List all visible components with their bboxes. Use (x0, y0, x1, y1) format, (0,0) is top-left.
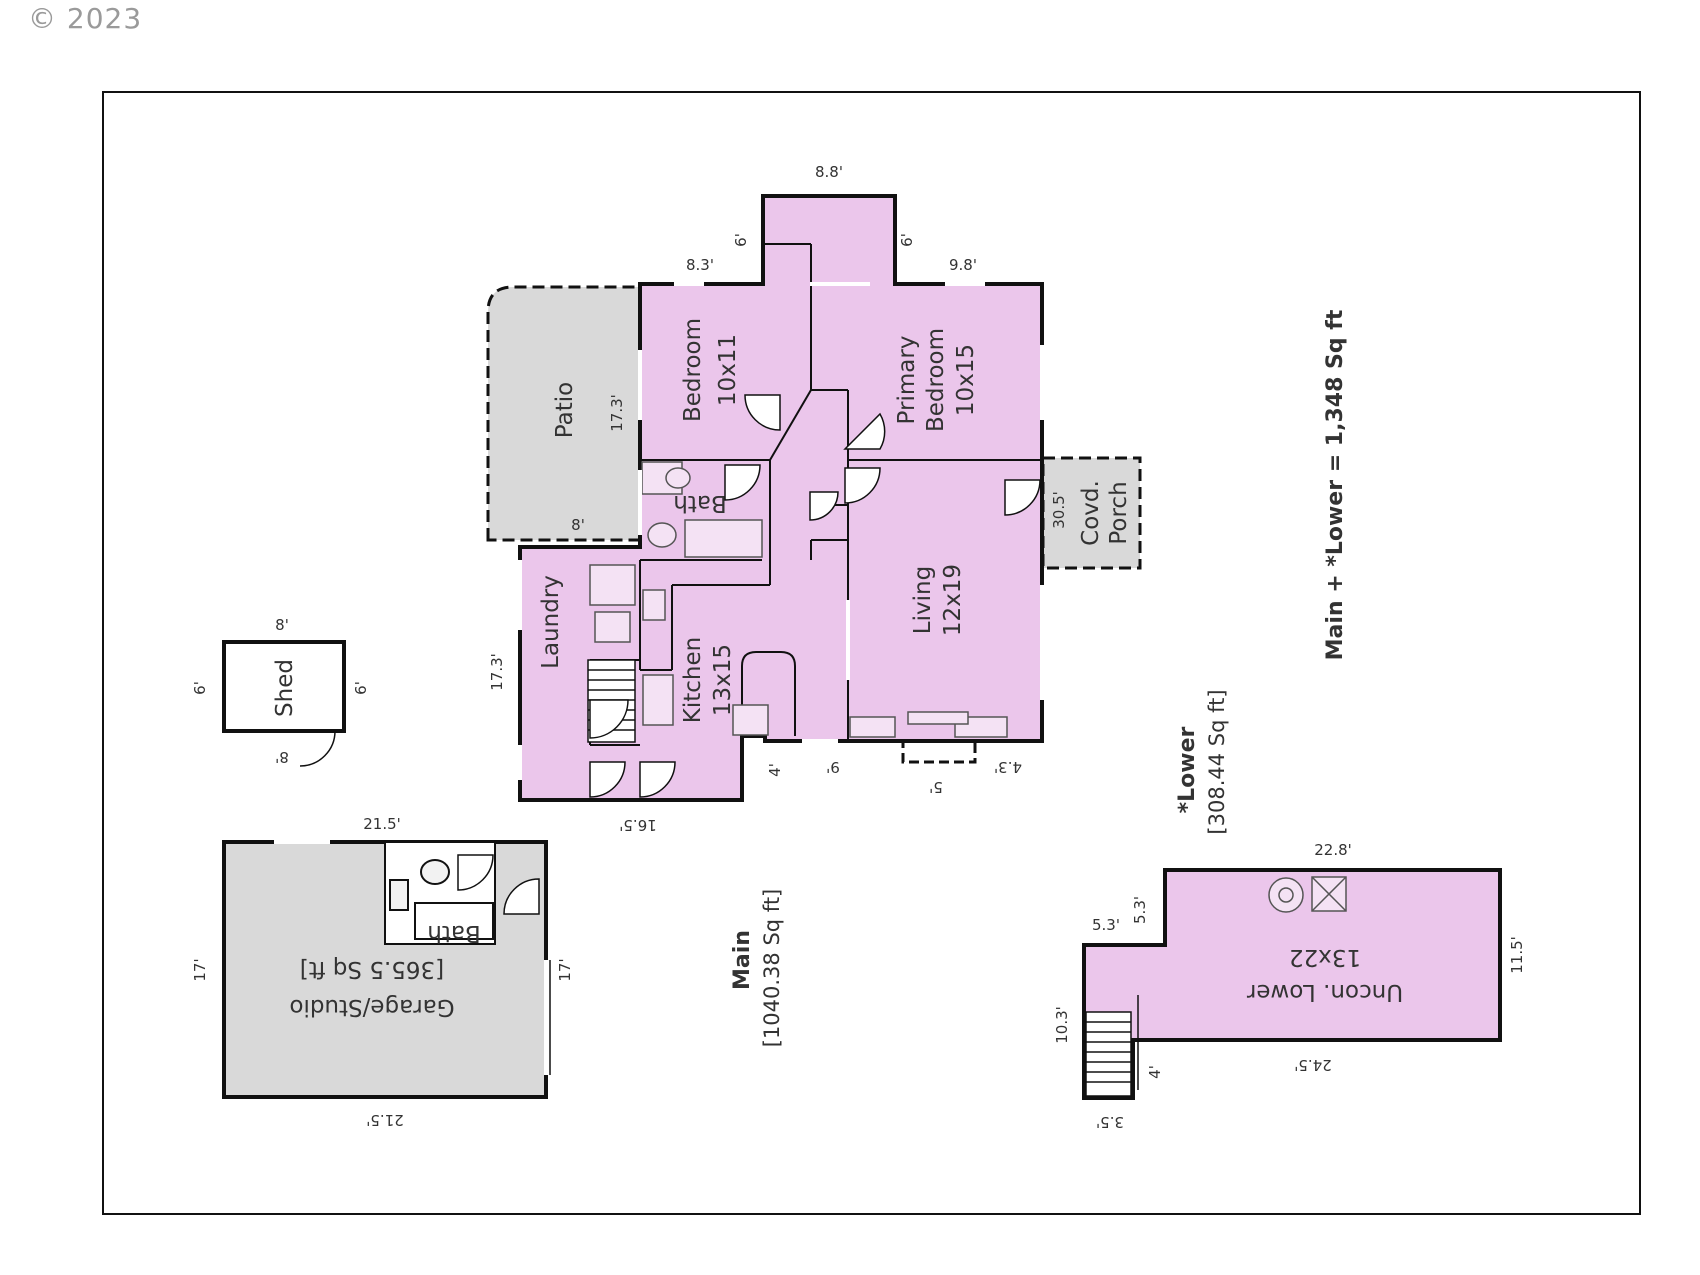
bath-label: Bath (673, 490, 726, 516)
dim-bedroom-width: 8.3' (686, 256, 714, 274)
dim-lower-top: 22.8' (1314, 841, 1352, 859)
bedroom-size: 10x11 (715, 334, 741, 406)
dim-laundry-depth: 17.3' (488, 653, 506, 691)
dim-shed-bottom: 8' (275, 748, 289, 766)
shed-label: Shed (272, 659, 298, 717)
porch-area (1041, 456, 1142, 570)
dim-lower-left: 10.3' (1053, 1006, 1071, 1044)
dim-primary-width: 9.8' (949, 256, 977, 274)
dim-six-right: 6' (898, 233, 916, 247)
lower-stairs (1085, 995, 1139, 1097)
dim-lower-bottom: 24.5' (1294, 1056, 1332, 1074)
dim-lower-four: 4' (1146, 1065, 1164, 1079)
dim-garage-top: 21.5' (363, 815, 401, 833)
dim-five: 5' (929, 778, 943, 796)
lower-sqft: [308.44 Sq ft] (1205, 689, 1229, 834)
primary-bedroom-size: 10x15 (953, 344, 979, 416)
dim-porch: 30.5' (1050, 491, 1068, 529)
garage-bath-label: Bath (427, 920, 480, 946)
dim-kitchen-width: 16.5' (619, 816, 657, 834)
dim-lower-step-depth: 5.3' (1131, 896, 1149, 924)
total-sqft-label: Main + *Lower = 1,348 Sq ft (1323, 309, 1348, 660)
uncon-lower-label: Uncon. Lower (1246, 979, 1403, 1005)
main-label: Main (730, 930, 755, 990)
dim-patio-width: 8' (571, 516, 585, 534)
garage-door-swing-2 (503, 878, 540, 915)
interior-walls (589, 243, 1042, 800)
porch-label-2: Porch (1106, 481, 1132, 544)
dim-patio-depth: 17.3' (608, 394, 626, 432)
primary-bedroom-label-2: Bedroom (923, 328, 949, 432)
step-area (901, 738, 977, 764)
dim-shed-left: 6' (191, 681, 209, 695)
door-swings (589, 394, 1041, 798)
patio-label: Patio (552, 382, 578, 438)
patio-area (486, 285, 642, 542)
porch-label-1: Covd. (1078, 480, 1104, 546)
dim-lower-step-width: 5.3' (1092, 916, 1120, 934)
garage-bath (384, 841, 496, 945)
dim-nine: 9' (826, 758, 840, 776)
copyright-text: © 2023 (28, 2, 143, 35)
dim-four-three: 4.3' (994, 758, 1022, 776)
garage-door-swing-1 (457, 854, 494, 891)
dim-garage-bottom: 21.5' (366, 1111, 404, 1129)
garage-label: Garage/Studio (289, 994, 454, 1020)
fixtures (589, 461, 1008, 738)
lower-level (1082, 868, 1502, 1100)
dim-shed-right: 6' (352, 681, 370, 695)
garage-sqft: [365.5 Sq ft] (300, 956, 444, 982)
kitchen-label: Kitchen (680, 637, 706, 723)
shed-outline (222, 640, 346, 733)
dim-garage-right: 17' (556, 958, 574, 981)
dim-lower-right: 11.5' (1508, 936, 1526, 974)
lower-fixtures (1268, 876, 1347, 913)
dim-top: 8.8' (815, 163, 843, 181)
shed-door (299, 730, 336, 767)
main-sqft: [1040.38 Sq ft] (760, 889, 784, 1048)
dim-shed-top: 8' (275, 616, 289, 634)
windows (518, 282, 1044, 780)
lower-label: *Lower (1175, 726, 1200, 813)
dim-six-left: 6' (732, 233, 750, 247)
dim-garage-left: 17' (191, 958, 209, 981)
living-label: Living (910, 566, 936, 634)
laundry-label: Laundry (538, 575, 564, 669)
bedroom-label: Bedroom (680, 318, 706, 422)
dim-four: 4' (766, 763, 784, 777)
primary-bedroom-label-1: Primary (894, 336, 920, 425)
uncon-lower-size: 13x22 (1289, 944, 1361, 970)
kitchen-size: 13x15 (710, 644, 736, 716)
dim-lower-stair: 3.5' (1096, 1113, 1124, 1131)
living-size: 12x19 (940, 564, 966, 636)
